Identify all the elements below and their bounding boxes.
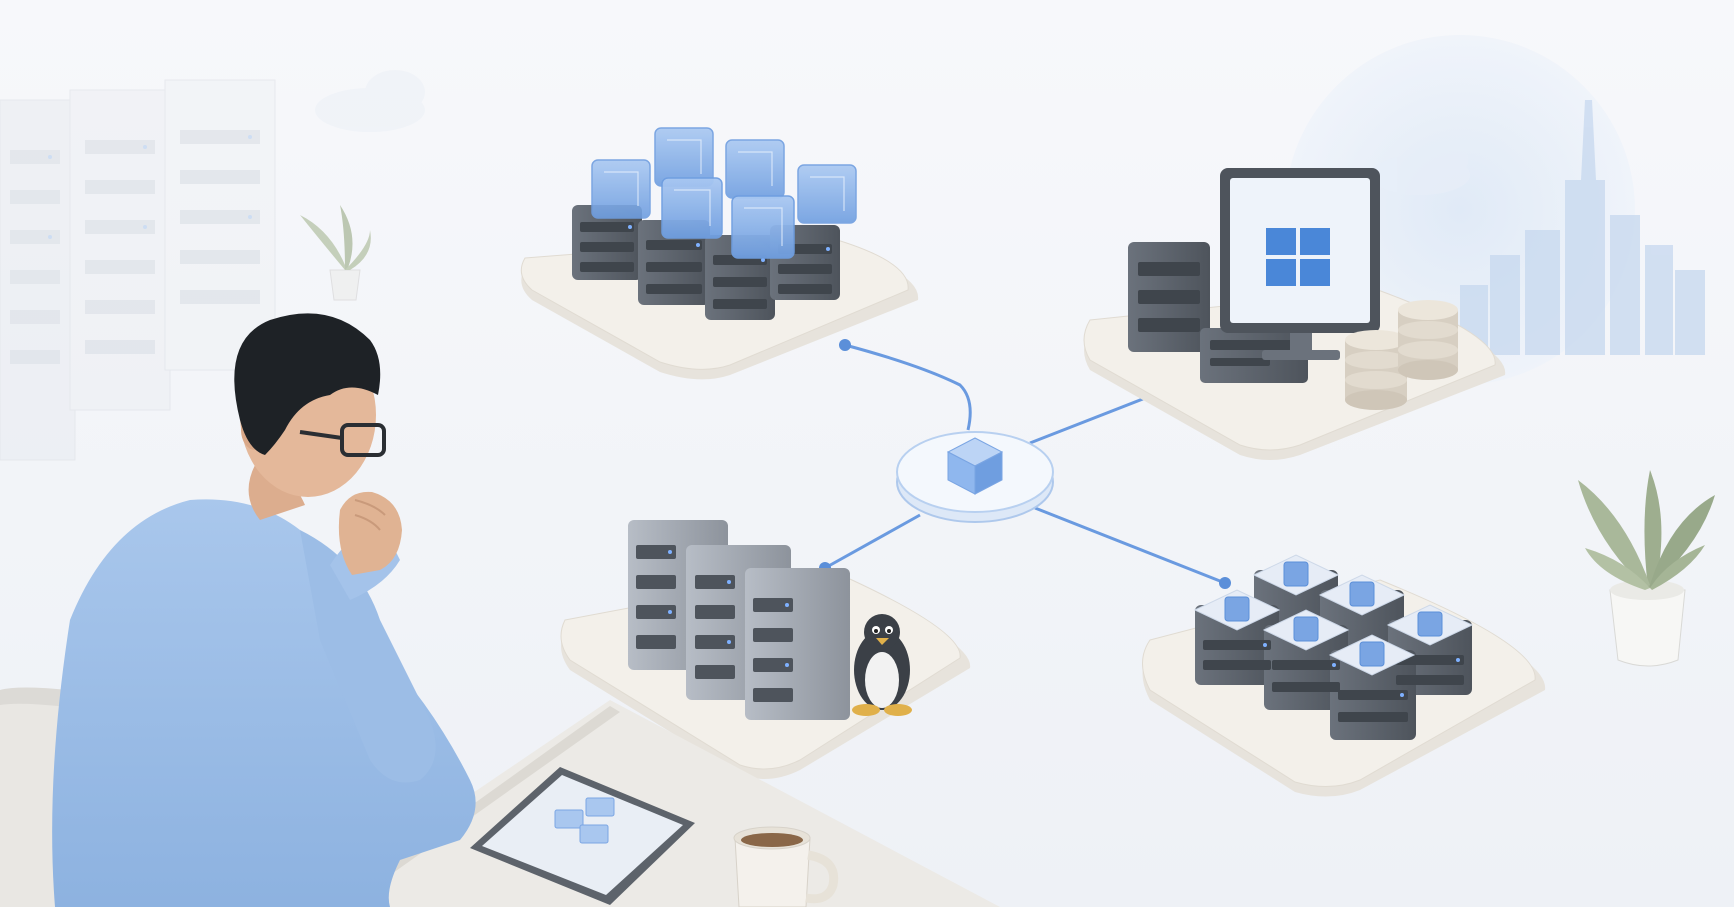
- windows-workstation-node: [1083, 168, 1506, 460]
- linux-servers-node: [560, 520, 971, 779]
- linux-penguin-icon: [852, 614, 912, 716]
- background-server-racks: [0, 79, 276, 461]
- container-cube-icon: [946, 437, 1004, 495]
- link-bottom-left: [824, 513, 921, 570]
- network-connections: [824, 343, 1226, 585]
- coffee-mug-icon: [733, 826, 839, 907]
- container-cube-icon: [591, 127, 857, 259]
- link-top-left: [844, 343, 972, 431]
- central-hub: [896, 431, 1054, 523]
- cloud-icon: [315, 70, 425, 132]
- container-cluster-node: [520, 127, 919, 380]
- server-tower: [628, 520, 850, 720]
- tablet-icon: [470, 767, 695, 905]
- potted-plant-icon: [300, 205, 371, 301]
- container-cube-icon: [1224, 561, 1443, 667]
- database-stack-icon: [1345, 300, 1458, 410]
- windows-logo-icon: [1266, 228, 1330, 286]
- link-bottom-right: [1034, 506, 1226, 585]
- person: [52, 313, 476, 907]
- potted-plant-icon: [1578, 470, 1715, 667]
- link-top-right: [1029, 391, 1159, 445]
- edge-cluster-node: [1142, 554, 1546, 797]
